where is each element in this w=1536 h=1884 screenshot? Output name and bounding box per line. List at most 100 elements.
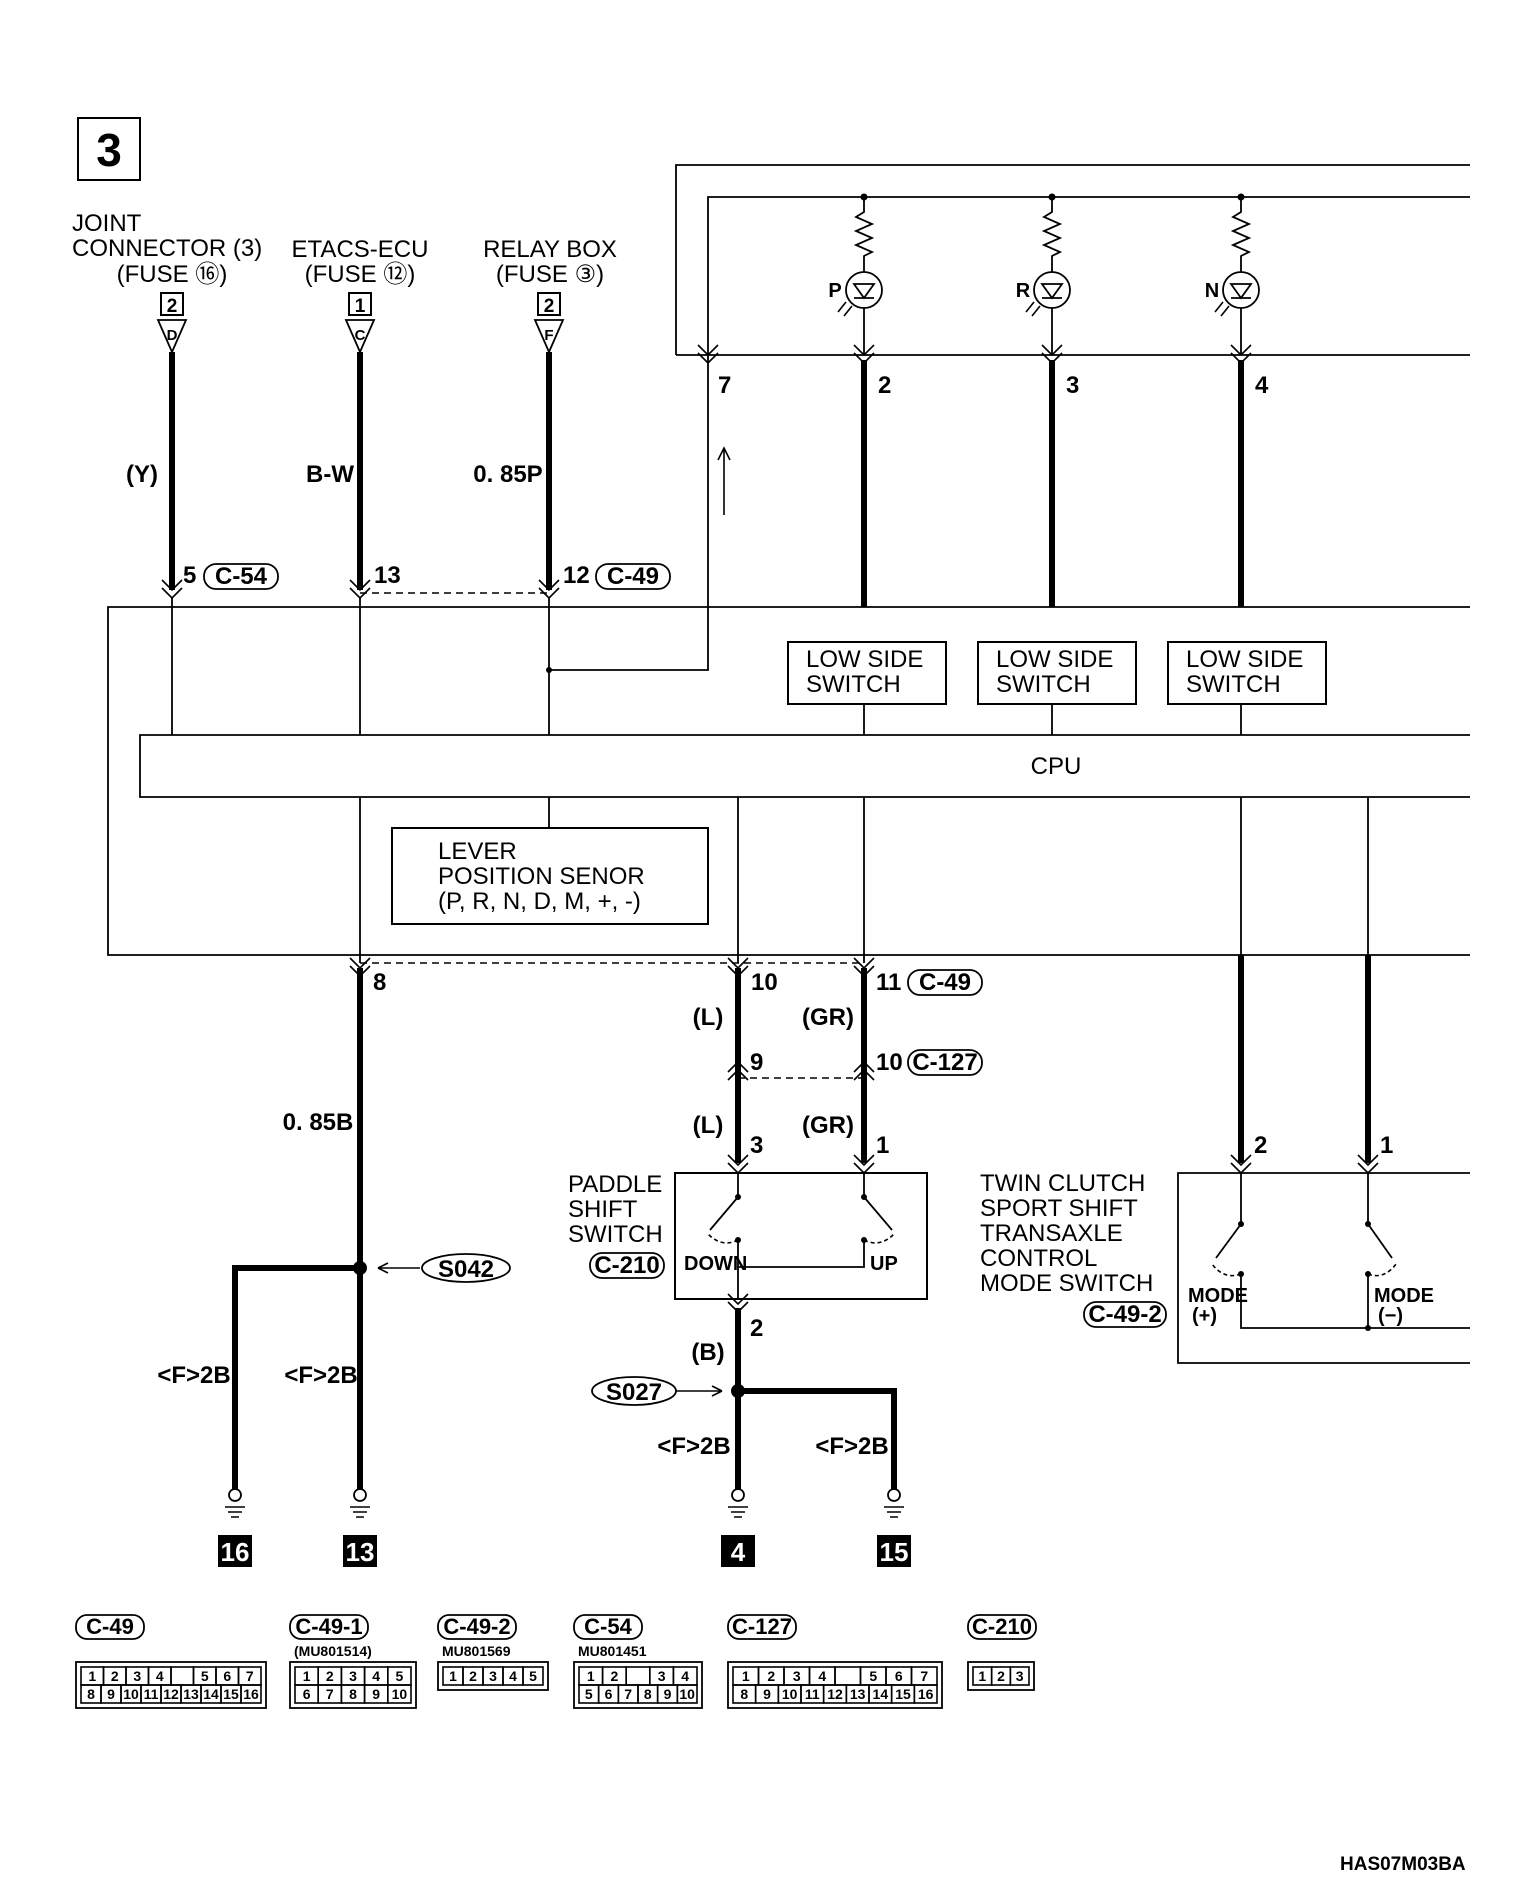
connector-pin-number: 11 <box>144 1686 159 1702</box>
connector-pin-number: 3 <box>658 1668 666 1684</box>
footer-code: HAS07M03BA <box>1340 1854 1466 1875</box>
wire-color: 0. 85B <box>283 1109 354 1136</box>
paddle-ground-pin: 2 <box>750 1315 763 1342</box>
connector-part-number: MU801451 <box>578 1643 647 1659</box>
ground-symbols: 16 13 4 15 <box>218 1488 911 1567</box>
lamp-icon <box>1222 271 1260 309</box>
connector-pin-number: 10 <box>782 1686 798 1702</box>
source-label-line: (FUSE ⑫) <box>305 261 416 288</box>
connector-id: C-54 <box>584 1614 632 1639</box>
connector-pin-number: 11 <box>805 1686 820 1702</box>
paddle-shift-switch: PADDLE SHIFT SWITCH C-210 DOWN UP <box>568 1171 928 1300</box>
ground-code: <F>2B <box>284 1362 357 1389</box>
connector-pin-number: 8 <box>740 1686 748 1702</box>
connector-pin-number: 4 <box>509 1668 517 1684</box>
low-side-label: LOW SIDE <box>996 646 1113 673</box>
indicator-circuit: 7 <box>546 164 1470 673</box>
connector-pin-number: 3 <box>349 1668 357 1684</box>
connector-pin-number: 9 <box>763 1686 771 1702</box>
ground-icon <box>225 1488 245 1518</box>
ground-code: <F>2B <box>815 1433 888 1460</box>
connector-pin-number: 3 <box>793 1668 801 1684</box>
source-pin: 1 <box>355 296 366 317</box>
connector-pin-number: 10 <box>123 1686 139 1702</box>
low-side-switch-3: LOW SIDE SWITCH <box>1167 641 1327 705</box>
indicator-pin: 4 <box>1255 372 1269 399</box>
lower-pin-row: 8 10 11 C-49 <box>349 957 983 996</box>
indicator-letter: P <box>828 280 841 302</box>
wire-color: (GR) <box>802 1112 854 1139</box>
lever-label-line: POSITION SENOR <box>438 863 645 890</box>
connector-pin-number: 2 <box>997 1668 1005 1684</box>
connector-id: C-127 <box>732 1614 792 1639</box>
ground-number: 4 <box>731 1537 746 1567</box>
ground-number: 13 <box>346 1537 375 1567</box>
connector-pin-number: 12 <box>827 1686 843 1702</box>
connector-pin: 5 <box>183 562 196 589</box>
indicator-r: R 3 <box>1016 193 1079 607</box>
connector-pin-number: 2 <box>326 1668 334 1684</box>
lower-internal-links <box>359 797 1369 963</box>
low-side-label: LOW SIDE <box>806 646 923 673</box>
indicator-letter: R <box>1016 280 1031 302</box>
paddle-label-line: PADDLE <box>568 1171 662 1198</box>
mode-pin: 1 <box>1380 1132 1393 1159</box>
source-terminal: C <box>355 327 366 344</box>
mode-switch: 2 1 TWIN CLUTCH SPORT SHIFT TRANSAXLE CO… <box>980 955 1470 1364</box>
junction-pin: 10 <box>876 1049 903 1076</box>
connector-pin-number: 2 <box>767 1668 775 1684</box>
connector-pin-number: 6 <box>223 1668 231 1684</box>
low-side-label: LOW SIDE <box>1186 646 1303 673</box>
indicator-n: N 4 <box>1205 193 1269 607</box>
connector-pin-number: 9 <box>664 1686 672 1702</box>
mode-label-line: CONTROL <box>980 1245 1097 1272</box>
connector-pin-number: 15 <box>895 1686 911 1702</box>
connector-part-number: (MU801514) <box>294 1643 372 1659</box>
cpu-block: CPU <box>139 734 1470 798</box>
low-side-label: SWITCH <box>806 671 901 698</box>
connector-pin-number: 7 <box>326 1686 334 1702</box>
connector-id: C-49-2 <box>443 1614 510 1639</box>
splice-id: S027 <box>606 1379 662 1406</box>
connector-pin-number: 1 <box>742 1668 750 1684</box>
source-label-line: (FUSE ⑯) <box>117 261 228 288</box>
connector-id: C-49-2 <box>1088 1301 1161 1328</box>
ground-number: 15 <box>880 1537 909 1567</box>
page-number-box: 3 <box>77 117 141 181</box>
connector-pin-number: 10 <box>392 1686 408 1702</box>
connector-id: C-49 <box>86 1614 134 1639</box>
connector-pin-number: 13 <box>183 1686 199 1702</box>
junction-pin: 9 <box>750 1049 763 1076</box>
connector-pin-number: 16 <box>918 1686 934 1702</box>
source-label-line: (FUSE ③) <box>496 261 604 288</box>
connector-pin-number: 7 <box>920 1668 928 1684</box>
wire-color: (L) <box>693 1112 724 1139</box>
lower-pin: 8 <box>373 969 386 996</box>
source-terminals: 2 D 1 C 2 F <box>156 292 565 355</box>
mode-label-line: MODE SWITCH <box>980 1270 1153 1297</box>
connector-pin-number: 1 <box>303 1668 311 1684</box>
connector-pin-number: 4 <box>156 1668 164 1684</box>
connector-pin-number: 7 <box>246 1668 254 1684</box>
lower-pin: 11 <box>876 969 901 996</box>
mode-pin: 2 <box>1254 1132 1267 1159</box>
connector-pin: 13 <box>374 562 401 589</box>
cpu-label: CPU <box>1031 753 1082 780</box>
source-relay-box: RELAY BOX (FUSE ③) <box>483 236 617 288</box>
wire-color: (B) <box>691 1339 724 1366</box>
connector-id: C-49 <box>919 969 971 996</box>
connector-pin-number: 5 <box>396 1668 404 1684</box>
connector-pin-number: 8 <box>644 1686 652 1702</box>
source-pin: 2 <box>544 296 555 317</box>
connector-pin-number: 1 <box>88 1668 96 1684</box>
connector-pin-number: 7 <box>624 1686 632 1702</box>
connector-pin-number: 13 <box>850 1686 866 1702</box>
connector-pin-number: 12 <box>163 1686 179 1702</box>
right-ground-circuit: 2 (B) S027 <F>2B <F>2B <box>591 1293 897 1490</box>
